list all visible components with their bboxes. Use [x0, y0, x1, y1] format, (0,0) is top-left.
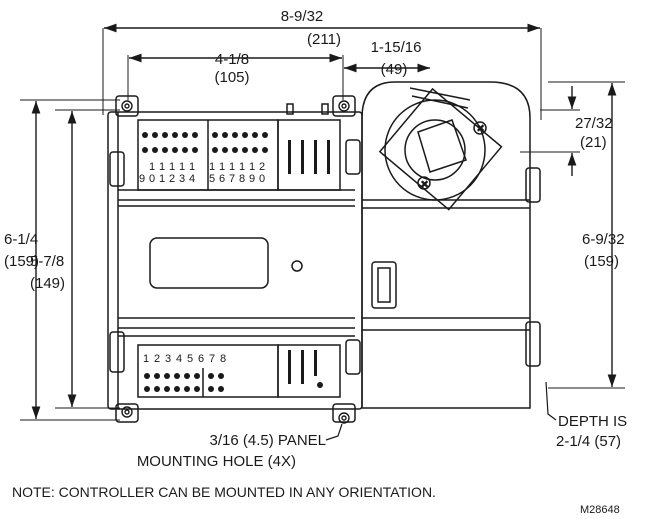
terminal-label: 9: [139, 173, 145, 185]
bottom-terminal-screws: [144, 373, 224, 392]
terminal-label: 3: [165, 353, 171, 365]
mounting-holes: [121, 100, 350, 424]
bottom-vent-slots: [288, 350, 323, 388]
actuator-hub-fraction: 27/32: [575, 115, 613, 132]
terminal-label: 1: [159, 161, 165, 173]
terminal-label: 1: [159, 173, 165, 185]
terminal-label: 1: [179, 161, 185, 173]
terminal-label: 2: [154, 353, 160, 365]
terminal-label: 1: [169, 161, 175, 173]
overall-width-fraction: 8-9/32: [281, 8, 324, 25]
overall-height-fraction: 6-1/4: [4, 231, 38, 248]
mounting-hole-callout-line2: MOUNTING HOLE (4X): [137, 453, 296, 470]
terminal-label: 6: [198, 353, 204, 365]
terminal-label: 0: [149, 173, 155, 185]
svg-text:✖: ✖: [420, 179, 429, 191]
terminal-label: 6: [219, 173, 225, 185]
actuator-offset-fraction: 1-15/16: [371, 39, 422, 56]
terminal-label: 1: [219, 161, 225, 173]
callout-labels: DEPTH IS 2-1/4 (57) 3/16 (4.5) PANEL MOU…: [12, 413, 627, 516]
terminal-label: 9: [249, 173, 255, 185]
hole-height-mm: (149): [30, 275, 65, 292]
mounting-hole-callout-line1: 3/16 (4.5) PANEL: [210, 432, 326, 449]
terminal-label: 1: [209, 161, 215, 173]
terminal-label: 8: [239, 173, 245, 185]
terminal-labels: 1 1 1 1 1 1 1 1 1 1 2 9 0 1 2 3 4 5 6 7 …: [139, 161, 265, 365]
terminal-label: 2: [169, 173, 175, 185]
leader-lines: [325, 381, 557, 441]
terminal-label: 7: [229, 173, 235, 185]
overall-width-mm: (211): [307, 31, 341, 48]
hole-height-fraction: 5-7/8: [30, 253, 64, 270]
right-height-fraction: 6-9/32: [582, 231, 625, 248]
terminal-label: 1: [149, 161, 155, 173]
depth-callout-line1: DEPTH IS: [558, 413, 627, 430]
orientation-note: NOTE: CONTROLLER CAN BE MOUNTED IN ANY O…: [12, 484, 436, 500]
terminal-label: 4: [176, 353, 182, 365]
actuator-screws: ✖ ✖: [420, 123, 485, 191]
overall-height-mm: (159): [4, 253, 39, 270]
top-vent-slots: [288, 140, 330, 174]
right-height-mm: (159): [584, 253, 619, 270]
terminal-label: 1: [249, 161, 255, 173]
terminal-label: 2: [259, 161, 265, 173]
terminal-label: 3: [179, 173, 185, 185]
actuator-hub-mm: (21): [580, 134, 607, 151]
terminal-label: 5: [209, 173, 215, 185]
terminal-label: 4: [189, 173, 195, 185]
top-terminal-screws: [142, 132, 268, 153]
terminal-label: 8: [220, 353, 226, 365]
terminal-label: 1: [143, 353, 149, 365]
terminal-label: 7: [209, 353, 215, 365]
actuator-offset-mm: (49): [381, 61, 408, 78]
figure-id: M28648: [580, 504, 620, 516]
controller-body: [107, 95, 363, 423]
terminal-label: 1: [229, 161, 235, 173]
hole-width-fraction: 4-1/8: [215, 51, 249, 68]
actuator-body: [361, 81, 541, 409]
depth-callout-line2: 2-1/4 (57): [556, 433, 621, 450]
terminal-label: 5: [187, 353, 193, 365]
dimension-lines: [31, 23, 617, 419]
hole-width-mm: (105): [214, 69, 249, 86]
svg-text:✖: ✖: [476, 123, 485, 135]
terminal-label: 0: [259, 173, 265, 185]
terminal-label: 1: [189, 161, 195, 173]
terminal-label: 1: [239, 161, 245, 173]
dimension-labels: 8-9/32 (211) 4-1/8 (105) 1-15/16 (49) 27…: [4, 8, 625, 292]
